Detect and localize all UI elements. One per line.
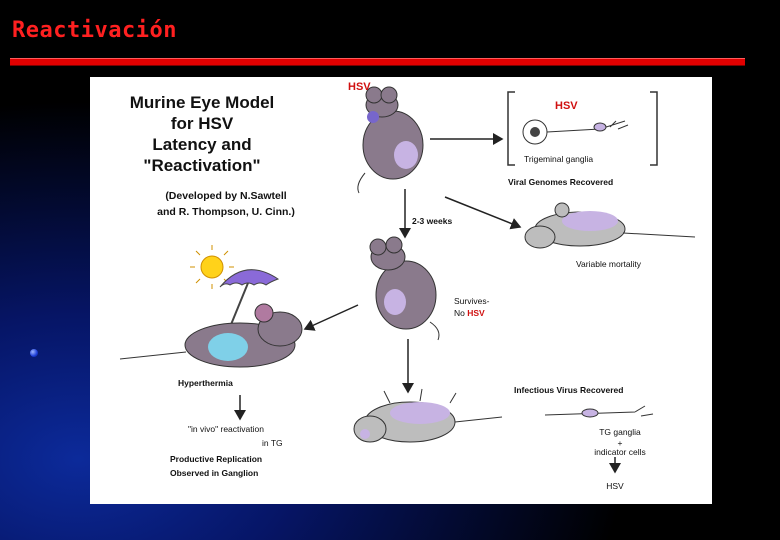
variable-mortality-label: Variable mortality [576, 260, 641, 269]
viral-genomes-label: Viral Genomes Recovered [508, 178, 613, 187]
indicator-cells-label: indicator cells [570, 448, 670, 457]
figure-title-line-3: Latency and [92, 136, 312, 153]
productive-line-1: Productive Replication [170, 455, 262, 464]
in-vivo-label: "in vivo" reactivation [188, 425, 264, 434]
weeks-label: 2-3 weeks [412, 217, 452, 226]
mouse-mortality-icon [525, 203, 695, 248]
arrow-to-mortality [445, 197, 520, 227]
mouse-infected-icon [358, 87, 423, 193]
no-hsv-label: No HSV [454, 309, 485, 318]
hsv-label-bottom: HSV [590, 482, 640, 491]
hsv-model-figure: Murine Eye Model for HSV Latency and "Re… [90, 77, 712, 504]
mouse-survivor-icon [370, 237, 439, 340]
trigeminal-label: Trigeminal ganglia [524, 155, 593, 164]
survives-label: Survives- [454, 297, 489, 306]
no-label: No [454, 308, 465, 318]
arrow-to-hyperthermia [305, 305, 358, 329]
in-tg-label: in TG [262, 439, 283, 448]
hsv-label-inset: HSV [555, 101, 578, 112]
figure-title-line-2: for HSV [92, 115, 312, 132]
infectious-virus-label: Infectious Virus Recovered [514, 386, 623, 395]
title-underline [10, 58, 745, 66]
hsv-label-top: HSV [348, 82, 371, 93]
credit-line-1: (Developed by N.Sawtell [96, 191, 356, 202]
tg-ganglia-icon [545, 406, 653, 417]
credit-line-2: and R. Thompson, U. Cinn.) [96, 207, 356, 218]
figure-title-line-4: "Reactivation" [92, 157, 312, 174]
no-hsv-red-label: HSV [467, 308, 484, 318]
mouse-infectious-icon [354, 389, 502, 442]
hyperthermia-label: Hyperthermia [178, 379, 233, 388]
figure-title-line-1: Murine Eye Model [92, 94, 312, 111]
slide-bullet-icon [30, 349, 38, 357]
productive-line-2: Observed in Ganglion [170, 469, 258, 478]
mouse-hyperthermia-icon [120, 304, 302, 367]
tg-ganglia-label: TG ganglia [590, 428, 650, 437]
slide-title: Reactivación [12, 18, 177, 43]
